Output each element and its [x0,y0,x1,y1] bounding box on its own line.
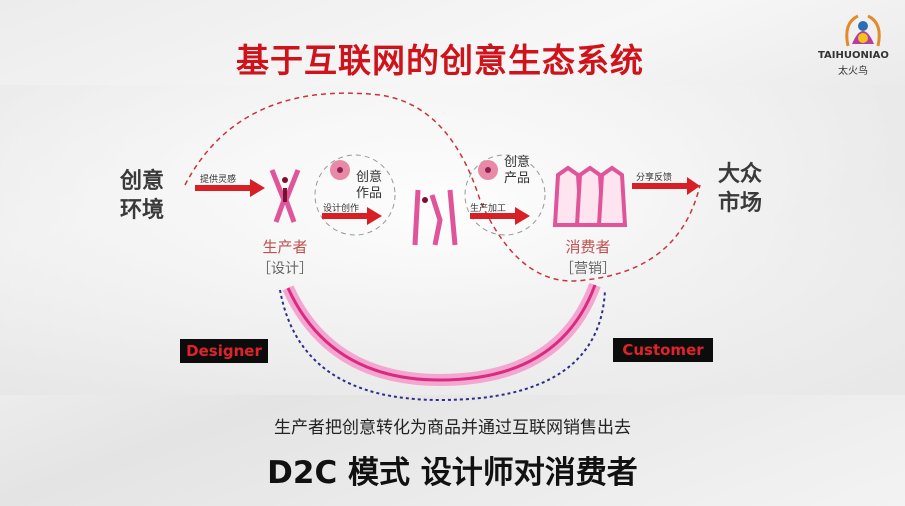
flower-icons [330,160,498,180]
headline: D2C 模式 设计师对消费者 [267,455,638,491]
arrow-label-inspiration: 提供灵感 [200,175,237,185]
arrow-label-feedback: 分享反馈 [636,173,673,183]
smile-arc [282,282,601,387]
logo-brand-cn: 太火鸟 [838,66,868,77]
consumers-figure-icon [552,165,628,227]
subtitle: 生产者把创意转化为商品并通过互联网销售出去 [274,418,631,438]
circle-products-title: 创意产品 [504,155,531,186]
logo-brand-en: TAIHUONIAO [818,50,889,61]
logo-bird-icon [838,8,888,48]
producer-figure-icon [269,169,301,223]
page-title: 基于互联网的创意生态系统 [236,41,644,80]
handshake-figure-icon [412,189,458,246]
source-creative-environment: 创意环境 [120,169,165,223]
target-mass-market: 大众市场 [718,162,763,216]
consumer-role: 消费者 [565,238,611,256]
producer-bracket: ［设计］ [257,261,313,277]
designer-tag: Designer [180,339,268,363]
circle-works-title: 创意作品 [356,170,383,201]
circle-products [464,154,546,236]
arrows [195,177,700,225]
dashed-flow-curve [184,92,701,282]
customer-tag: Customer [613,338,713,362]
circle-works [314,154,396,236]
arrow-label-design: 设计创作 [323,204,360,214]
arrow-label-production: 生产加工 [470,204,507,214]
producer-role: 生产者 [262,238,308,256]
consumer-bracket: ［营销］ [560,261,616,277]
